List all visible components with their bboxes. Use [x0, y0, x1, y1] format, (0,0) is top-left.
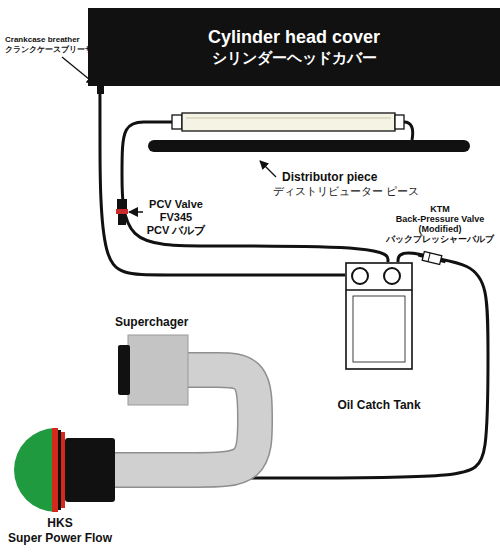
- distributor-bar: [148, 140, 470, 152]
- tube-highlight: [186, 118, 391, 119]
- part-label: PCV バルブ: [147, 224, 206, 237]
- valve-band: [116, 209, 128, 214]
- leader-line: [260, 161, 276, 177]
- supercharger-pulley: [118, 345, 130, 395]
- hose-fitting: [172, 115, 182, 129]
- part-label: クランクケースブリーザー: [5, 45, 101, 55]
- part-label: (Modified): [419, 224, 462, 235]
- oil-catch-tank: Oil Catch Tank: [345, 262, 413, 370]
- node-title: Superchager: [115, 315, 188, 329]
- tank-port: [352, 268, 368, 284]
- node-subtitle: ディストリビューター ピース: [273, 185, 419, 198]
- filter-dome: [14, 428, 56, 512]
- filter-ring: [58, 430, 61, 510]
- hose-fitting: [395, 115, 404, 129]
- part-label: Back-Pressure Valve: [396, 214, 485, 225]
- back-pressure-valve-symbol: [417, 250, 446, 266]
- hose-stub: [148, 121, 174, 124]
- node-title: Cylinder head cover: [208, 26, 380, 49]
- tank-body: [346, 263, 412, 369]
- node-title: HKS: [47, 516, 72, 530]
- hose-stub: [404, 122, 413, 140]
- part-label: PCV Valve: [149, 198, 203, 211]
- tank-lid-line: [346, 289, 412, 290]
- filter-adapter: [65, 438, 115, 502]
- filter-ring: [52, 428, 58, 512]
- valve-body: [118, 214, 126, 225]
- tank-inner: [353, 296, 405, 362]
- distributor-piece-shape: [148, 105, 470, 153]
- part-label: バックプレッシャーバルブ: [386, 234, 494, 245]
- node-title: Distributor piece: [282, 170, 377, 184]
- node-subtitle: シリンダーヘッドカバー: [212, 49, 377, 68]
- part-label: KTM: [430, 204, 450, 215]
- air-filter: HKSSuper Power Flow: [8, 428, 115, 512]
- oil-catch-tank-shape: [345, 262, 413, 370]
- cylinder-head-cover: Cylinder head coverシリンダーヘッドカバー: [88, 8, 500, 86]
- filter-ring: [61, 432, 65, 508]
- supercharger-body: [128, 335, 188, 405]
- distributor-piece: Distributor pieceディストリビューター ピース: [148, 105, 470, 153]
- part-label: Crankcase breather: [5, 35, 80, 45]
- valve-fitting: [440, 258, 446, 263]
- air-filter-shape: [8, 428, 115, 512]
- valve-body: [422, 251, 442, 264]
- supercharger: Superchager: [118, 335, 188, 405]
- pcv-valve-symbol: [116, 199, 128, 225]
- supercharger-shape: [118, 335, 188, 405]
- valve-seam: [428, 253, 430, 262]
- hose-line: [115, 253, 488, 478]
- valve-body: [117, 199, 127, 209]
- leader-line: [129, 211, 143, 213]
- node-subtitle: Super Power Flow: [8, 531, 112, 545]
- node-title: Oil Catch Tank: [337, 398, 420, 412]
- distributor-tube: [182, 113, 395, 131]
- return-hose: [115, 253, 488, 478]
- tank-port: [384, 268, 400, 284]
- part-number: FV345: [160, 211, 192, 224]
